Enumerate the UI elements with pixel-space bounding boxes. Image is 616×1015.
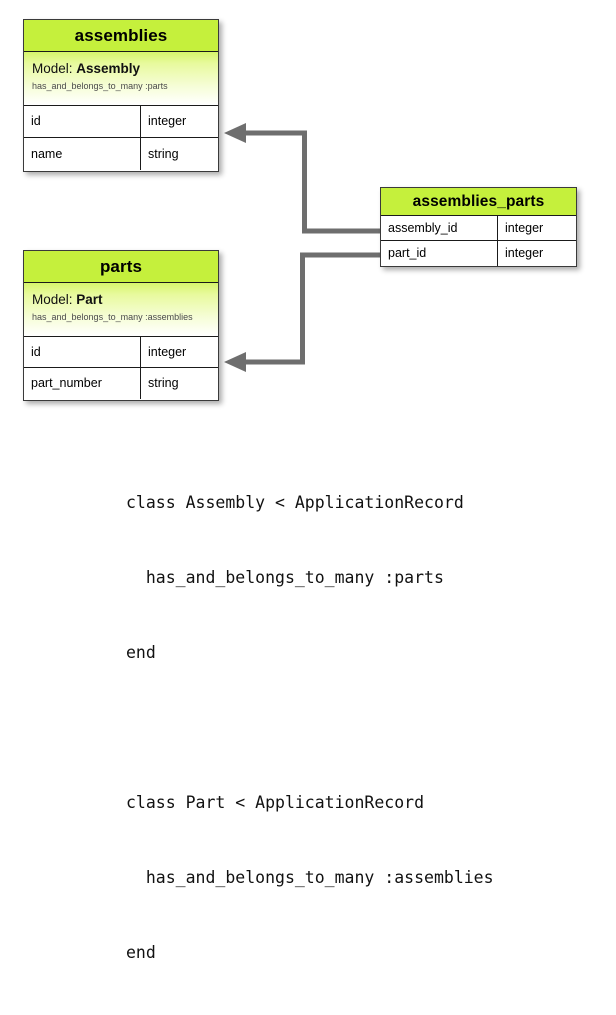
- code-line-blank: [126, 715, 494, 740]
- model-label-assemblies: Model:: [32, 61, 77, 76]
- model-line-assemblies: Model: Assembly: [32, 61, 210, 77]
- entity-table-parts[interactable]: parts Model: Part has_and_belongs_to_man…: [23, 250, 219, 401]
- table-row: id integer: [24, 337, 218, 368]
- field-name: name: [24, 138, 141, 170]
- field-type: integer: [148, 344, 187, 359]
- field-name: id: [24, 337, 141, 367]
- connector-assembly-id-fk: [224, 123, 381, 234]
- entity-title-assemblies: assemblies: [24, 20, 218, 52]
- association-line-parts: has_and_belongs_to_many :assemblies: [32, 312, 193, 322]
- field-type: integer: [505, 220, 544, 235]
- erd-diagram-canvas: assemblies Model: Assembly has_and_belon…: [23, 19, 577, 962]
- field-type: string: [148, 146, 179, 161]
- table-row: id integer: [24, 106, 218, 138]
- arrowhead-to-assemblies-id: [224, 123, 246, 143]
- code-line: has_and_belongs_to_many :assemblies: [126, 868, 494, 887]
- association-line-assemblies: has_and_belongs_to_many :parts: [32, 81, 168, 91]
- entity-model-block-parts: Model: Part has_and_belongs_to_many :ass…: [24, 283, 218, 337]
- table-row: assembly_id integer: [381, 216, 576, 241]
- code-line: end: [126, 643, 156, 662]
- entity-table-assemblies[interactable]: assemblies Model: Assembly has_and_belon…: [23, 19, 219, 172]
- arrowhead-to-parts-id: [224, 352, 246, 372]
- field-type: integer: [148, 114, 187, 129]
- table-row: name string: [24, 138, 218, 170]
- entity-table-assemblies-parts[interactable]: assemblies_parts assembly_id integer par…: [380, 187, 577, 267]
- field-name: part_id: [381, 241, 498, 266]
- table-row: part_number string: [24, 368, 218, 399]
- model-label-parts: Model:: [32, 292, 77, 307]
- model-line-parts: Model: Part: [32, 292, 210, 308]
- field-name: part_number: [24, 368, 141, 399]
- entity-model-block-assemblies: Model: Assembly has_and_belongs_to_many …: [24, 52, 218, 106]
- model-name-assemblies: Assembly: [76, 61, 141, 76]
- connector-layer: [224, 123, 381, 372]
- entity-title-parts: parts: [24, 251, 218, 283]
- connector-part-id-fk: [224, 252, 381, 372]
- model-name-parts: Part: [76, 292, 103, 307]
- table-row: part_id integer: [381, 241, 576, 266]
- field-type: integer: [505, 246, 544, 261]
- code-line: class Part < ApplicationRecord: [126, 793, 425, 812]
- code-line: end: [126, 943, 156, 962]
- field-name: assembly_id: [381, 216, 498, 240]
- code-line: class Assembly < ApplicationRecord: [126, 493, 464, 512]
- entity-title-assemblies-parts: assemblies_parts: [381, 188, 576, 216]
- field-type: string: [148, 376, 179, 391]
- code-listing: class Assembly < ApplicationRecord has_a…: [126, 440, 494, 1015]
- code-line: has_and_belongs_to_many :parts: [126, 568, 444, 587]
- field-name: id: [24, 106, 141, 137]
